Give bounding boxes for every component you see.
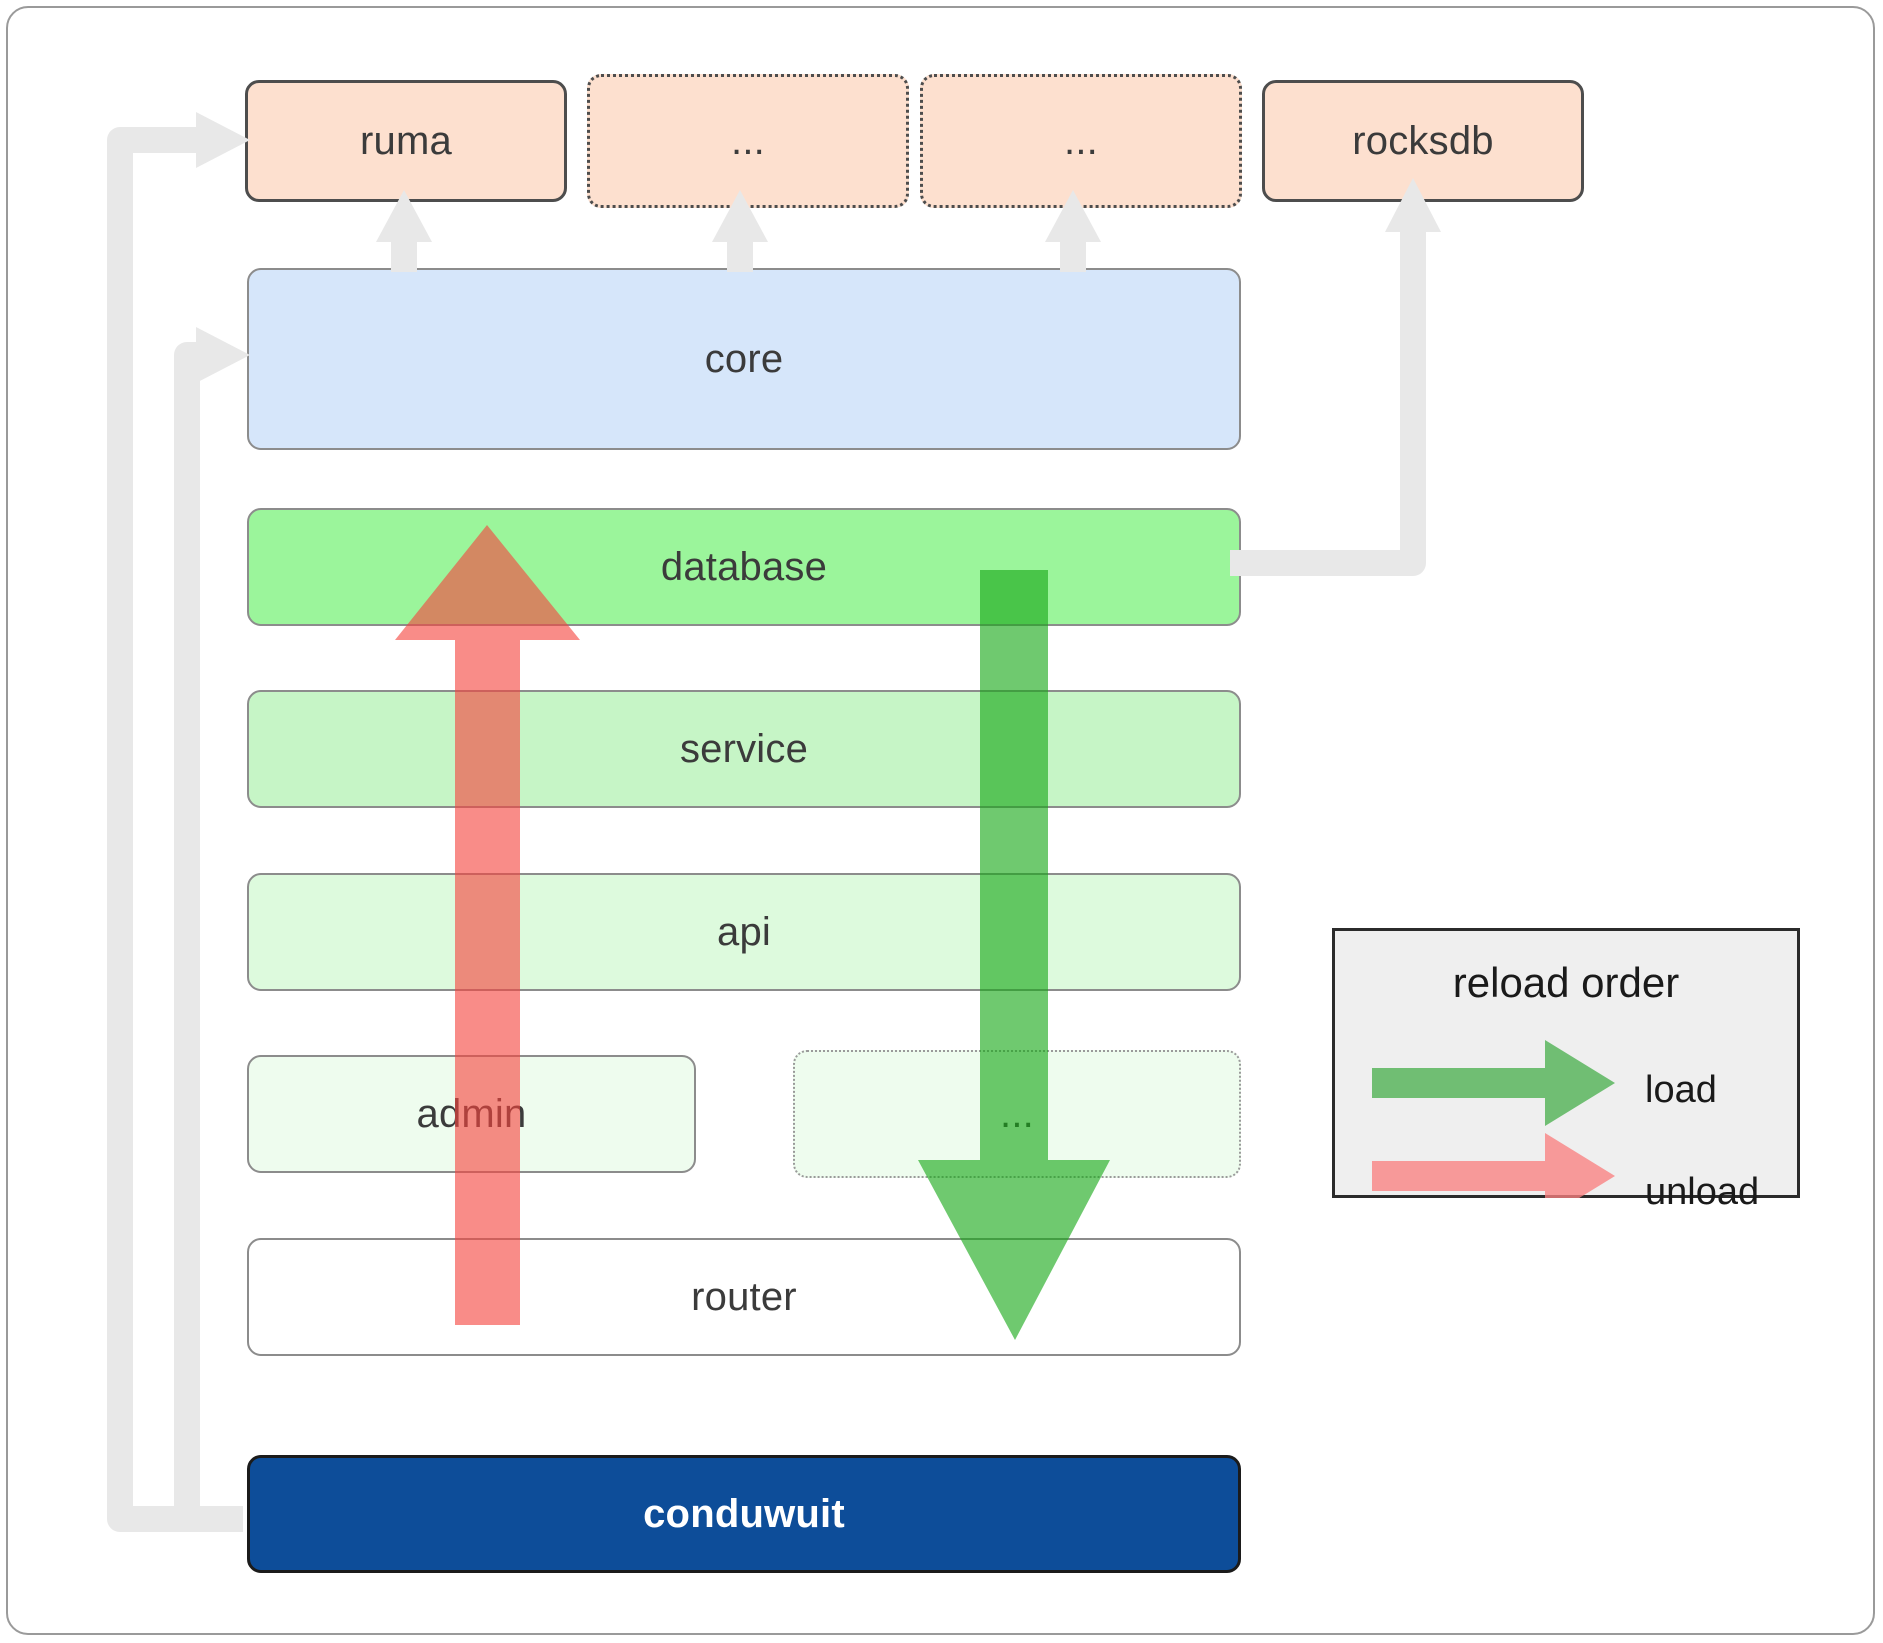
node-admin[interactable]: admin xyxy=(247,1055,696,1173)
node-ruma-label: ruma xyxy=(360,118,452,163)
node-dots-2[interactable]: ... xyxy=(920,74,1242,208)
node-admin-dots-label: ... xyxy=(1000,1091,1034,1136)
node-ruma[interactable]: ruma xyxy=(245,80,567,202)
node-database-label: database xyxy=(660,544,828,589)
node-service-label: service xyxy=(679,726,809,771)
node-router[interactable]: router xyxy=(247,1238,1241,1356)
node-api[interactable]: api xyxy=(247,873,1241,991)
node-dots-1-label: ... xyxy=(731,118,765,163)
node-api-label: api xyxy=(717,909,771,954)
diagram-frame xyxy=(6,6,1875,1635)
node-admin-dots[interactable]: ... xyxy=(793,1050,1241,1178)
node-rocksdb[interactable]: rocksdb xyxy=(1262,80,1584,202)
legend-label-unload: unload xyxy=(1645,1171,1760,1213)
legend-label-load: load xyxy=(1645,1069,1717,1111)
legend-title: reload order xyxy=(1452,959,1680,1006)
legend-panel: reload order load unload xyxy=(1332,928,1800,1213)
node-conduwuit[interactable]: conduwuit xyxy=(247,1455,1241,1573)
node-dots-2-label: ... xyxy=(1064,118,1098,163)
legend-load-arrow-icon xyxy=(1372,1040,1615,1126)
legend-arrow-svg xyxy=(1372,1040,1615,1198)
node-dots-1[interactable]: ... xyxy=(587,74,909,208)
node-core[interactable]: core xyxy=(247,268,1241,450)
node-service[interactable]: service xyxy=(247,690,1241,808)
node-core-label: core xyxy=(704,336,784,381)
node-admin-label: admin xyxy=(416,1091,527,1136)
node-router-label: router xyxy=(691,1274,797,1319)
node-database[interactable]: database xyxy=(247,508,1241,626)
node-conduwuit-label: conduwuit xyxy=(643,1491,845,1536)
node-rocksdb-label: rocksdb xyxy=(1352,118,1494,163)
legend-unload-arrow-icon xyxy=(1372,1133,1615,1198)
